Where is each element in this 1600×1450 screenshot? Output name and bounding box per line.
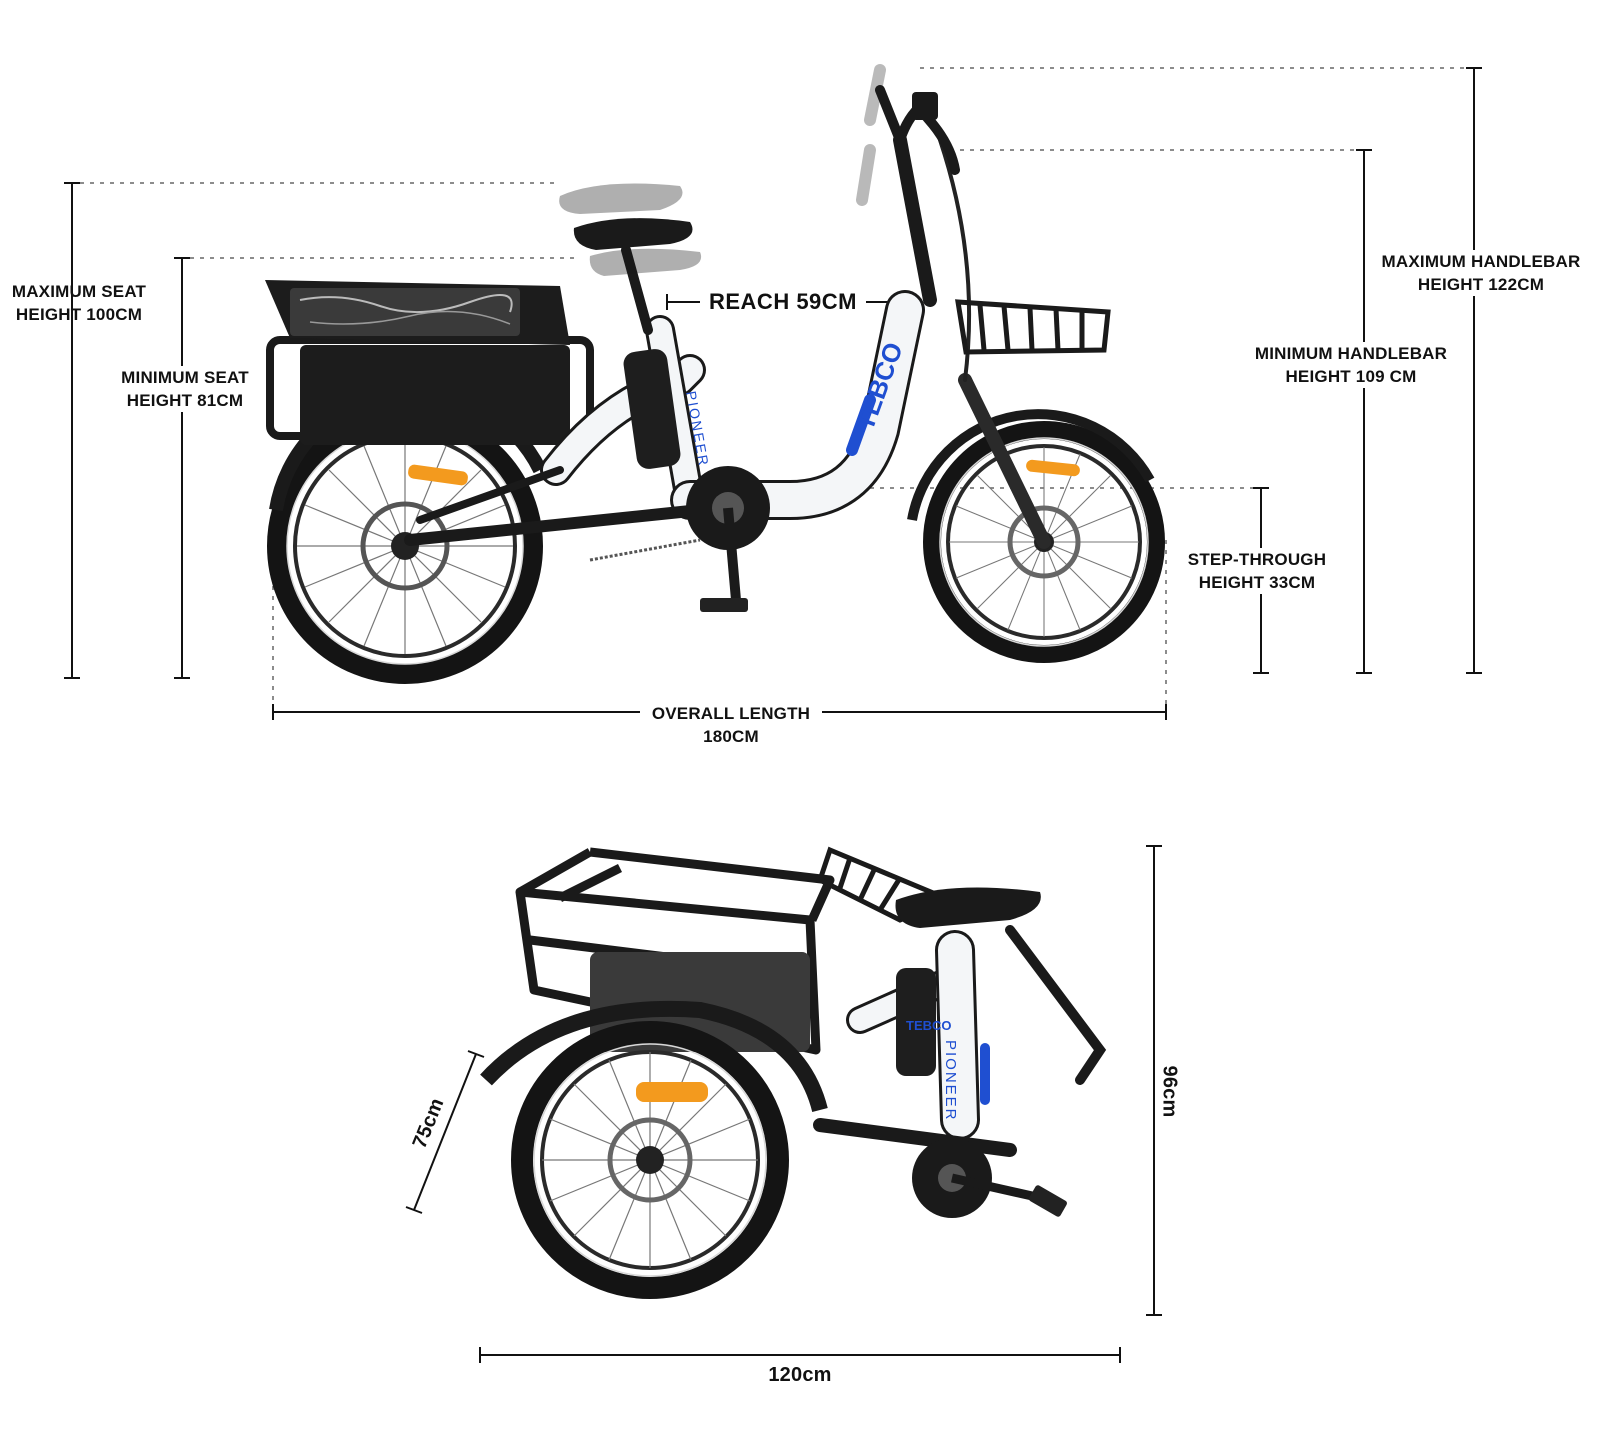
trike-folded-view: TEBCO PIONEER [480,846,1107,1299]
label-folded-height-text: 96cm [1158,1065,1181,1118]
dimension-lines-side [64,67,1482,720]
folded-front-rack [816,846,957,923]
label-reach-text: REACH 59CM [708,289,858,314]
seat [573,218,693,250]
label-overall-length-line2: 180CM [703,727,759,746]
label-step-through-height: STEP-THROUGH HEIGHT 33CM [1174,548,1340,594]
label-max-handlebar-height-line2: HEIGHT 122CM [1417,275,1545,294]
label-overall-length-line1: OVERALL LENGTH [651,704,811,723]
trike-side-view: TEBCO PIONEER [265,64,1165,684]
folded-seat [895,887,1041,928]
label-folded-height: 96cm [1158,1057,1181,1127]
label-min-seat-height: MINIMUM SEAT HEIGHT 81CM [108,366,262,412]
folded-frame-logo: TEBCO [906,1018,952,1033]
label-min-handlebar-height-line2: HEIGHT 109 CM [1285,367,1417,386]
label-max-handlebar-height-line1: MAXIMUM HANDLEBAR [1381,252,1581,271]
folded-frame-model: PIONEER [942,1040,959,1122]
rear-wheel [267,408,543,684]
motor [589,466,770,612]
label-reach: REACH 59CM [700,289,866,315]
label-min-seat-height-line1: MINIMUM SEAT [121,368,249,387]
seat-ghost-low [589,248,702,276]
label-overall-length: OVERALL LENGTH 180CM [640,702,822,748]
folded-rear-wheel [511,1021,789,1299]
label-min-handlebar-height: MINIMUM HANDLEBAR HEIGHT 109 CM [1242,342,1460,388]
handlebar-ghost [856,64,886,206]
label-max-seat-height: MAXIMUM SEAT HEIGHT 100CM [0,280,158,326]
label-min-handlebar-height-line1: MINIMUM HANDLEBAR [1254,344,1448,363]
front-basket [955,299,1111,355]
battery [623,349,681,469]
label-min-seat-height-line2: HEIGHT 81CM [126,391,244,410]
rear-cargo-bag [265,280,594,445]
dimension-lines-folded [405,845,1162,1363]
label-max-seat-height-line1: MAXIMUM SEAT [11,282,147,301]
seat-ghost-high [559,183,683,214]
label-step-through-height-line1: STEP-THROUGH [1187,550,1327,569]
label-max-handlebar-height: MAXIMUM HANDLEBAR HEIGHT 122CM [1370,250,1592,296]
label-folded-length-text: 120cm [768,1364,832,1386]
label-max-seat-height-line2: HEIGHT 100CM [15,305,143,324]
label-folded-length: 120cm [740,1364,860,1387]
label-step-through-height-line2: HEIGHT 33CM [1198,573,1316,592]
